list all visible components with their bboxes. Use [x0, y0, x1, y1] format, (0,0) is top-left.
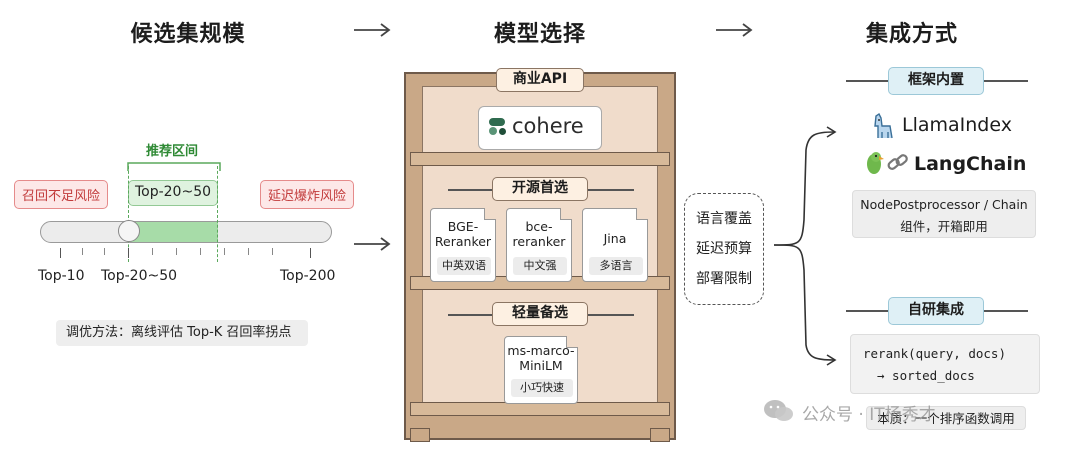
code-line-2: → sorted_docs [877, 368, 975, 383]
selection-criteria-box: 语言覆盖 延迟预算 部署限制 [684, 193, 764, 305]
code-snippet-box: rerank(query, docs) → sorted_docs [850, 334, 1040, 394]
axis-label-top200: Top-200 [280, 268, 336, 284]
builtin-note-line1: NodePostprocessor / Chain [860, 197, 1028, 212]
cohere-logo-icon [489, 118, 506, 135]
axis-label-top10: Top-10 [38, 268, 85, 284]
criteria-language: 语言覆盖 [696, 211, 752, 227]
arrow-right-icon [716, 23, 753, 37]
bracket-icon [127, 162, 221, 171]
langchain-label: LangChain [914, 153, 1027, 175]
zone-right-boundary [217, 166, 218, 262]
title-candidate-size: 候选集规模 [130, 22, 246, 47]
llamaindex-label: LlamaIndex [902, 114, 1012, 136]
model-tag: 多语言 [589, 257, 643, 275]
model-name: ms-marco- MiniLM [507, 343, 575, 373]
title-model-selection: 模型选择 [493, 22, 586, 47]
model-name: Jina [603, 231, 627, 246]
group-label-custom: 自研集成 [888, 297, 984, 325]
low-recall-risk-badge: 召回不足风险 [14, 180, 109, 209]
latency-risk-badge: 延迟爆炸风险 [260, 180, 355, 209]
branch-arrows-icon [773, 126, 837, 366]
shelf-label-opensource: 开源首选 [492, 177, 588, 201]
watermark-text: 公众号 · IT杨秀才 [802, 405, 936, 425]
shelf-label-commercial: 商业API [496, 68, 584, 92]
shelf-leg [650, 428, 670, 442]
arrow-right-icon [354, 23, 391, 37]
chain-link-icon [887, 154, 908, 170]
tuning-method-note: 调优方法：离线评估 Top-K 召回率拐点 [56, 320, 308, 346]
recommend-range-label: 推荐区间 [145, 144, 198, 159]
recommend-range-value: Top-20~50 [128, 180, 218, 206]
arrow-right-icon [354, 237, 391, 251]
cohere-wordmark: cohere [512, 114, 584, 138]
parrot-icon [867, 152, 884, 174]
zone-left-boundary [128, 166, 129, 262]
model-tag: 中英双语 [437, 257, 491, 275]
builtin-note-box: NodePostprocessor / Chain 组件，开箱即用 [852, 190, 1036, 238]
criteria-deployment: 部署限制 [696, 271, 752, 287]
model-card-jina: Jina 多语言 [582, 208, 648, 282]
wechat-icon [764, 400, 793, 421]
llama-icon [874, 112, 893, 139]
model-card-minilm: ms-marco- MiniLM 小巧快速 [504, 336, 578, 404]
slider-ticks [56, 248, 326, 258]
topk-slider-handle[interactable] [118, 220, 140, 242]
group-label-builtin: 框架内置 [888, 67, 984, 95]
axis-label-top20-50: Top-20~50 [101, 268, 178, 284]
recommended-zone [128, 222, 218, 242]
builtin-note-line2: 组件，开箱即用 [900, 219, 988, 234]
shelf-label-lightweight: 轻量备选 [492, 302, 588, 326]
model-tag: 小巧快速 [511, 379, 573, 397]
model-card-bce: bce- reranker 中文强 [506, 208, 572, 282]
shelf-plank [410, 152, 670, 166]
model-card-bge: BGE- Reranker 中英双语 [430, 208, 496, 282]
code-line-1: rerank(query, docs) [863, 346, 1006, 361]
title-integration: 集成方式 [865, 22, 958, 47]
custom-note: 本质：一个排序函数调用 [866, 406, 1026, 430]
shelf-plank [410, 402, 670, 416]
model-name: bce- reranker [512, 219, 566, 249]
cohere-card [478, 106, 602, 150]
model-name: BGE- Reranker [434, 219, 492, 249]
model-tag: 中文强 [513, 257, 567, 275]
criteria-latency: 延迟预算 [696, 241, 752, 257]
shelf-leg [410, 428, 430, 442]
